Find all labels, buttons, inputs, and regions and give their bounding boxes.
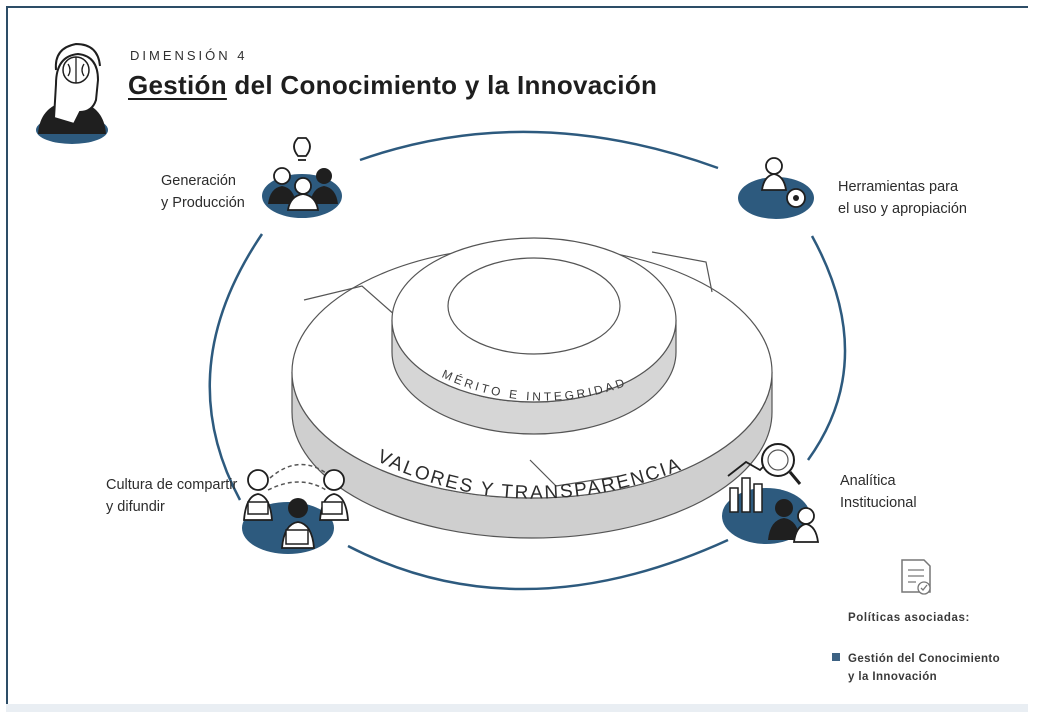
policy-bullet (832, 653, 840, 661)
frame-bottom-strip (6, 704, 1028, 712)
brain-head-icon (36, 42, 108, 144)
frame-border (6, 6, 1028, 710)
arc-top (359, 130, 719, 170)
arc-left (208, 233, 264, 501)
node-label-line: Herramientas para (838, 179, 959, 195)
node-label-analitica: Analítica Institucional (840, 470, 917, 514)
policies-title: Políticas asociadas: (848, 612, 970, 624)
inner-ring (391, 237, 677, 435)
node-label-cultura: Cultura de compartir y difundir (106, 474, 237, 518)
analytics-people-icon (722, 443, 820, 544)
node-label-generacion: Generación y Producción (161, 170, 245, 214)
dimension-kicker: DIMENSIÓN 4 (130, 48, 248, 63)
node-label-line: Institucional (840, 495, 917, 511)
outer-cycle (208, 130, 847, 591)
arc-bottom (347, 538, 729, 591)
document-check-icon (901, 559, 931, 595)
node-label-line: y Producción (161, 195, 245, 211)
node-label-herramientas: Herramientas para el uso y apropiación (838, 176, 967, 220)
policy-item-line: y la Innovación (848, 671, 938, 683)
node-label-line: Analítica (840, 473, 896, 489)
policy-item: Gestión del Conocimiento y la Innovación (832, 650, 1000, 686)
page-title: Gestión del Conocimiento y la Innovación (128, 70, 657, 101)
node-label-line: Generación (161, 173, 236, 189)
title-underlined-word: Gestión (128, 70, 227, 100)
people-sharing-icon (242, 463, 349, 554)
node-label-line: y difundir (106, 499, 165, 515)
lightbulb-team-icon (262, 137, 342, 218)
title-rest: del Conocimiento y la Innovación (226, 70, 658, 100)
node-label-line: Cultura de compartir (106, 477, 238, 493)
node-label-line: el uso y apropiación (838, 201, 967, 217)
arc-right (806, 235, 847, 461)
person-gear-icon (738, 157, 814, 219)
policy-item-line: Gestión del Conocimiento (848, 653, 1001, 665)
